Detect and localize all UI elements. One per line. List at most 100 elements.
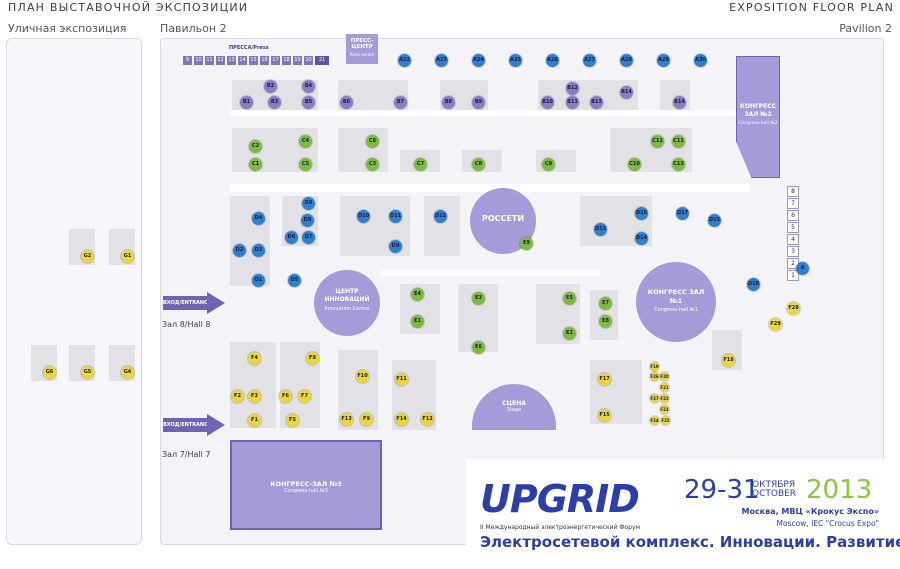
booth-marker[interactable]: E8 xyxy=(599,315,612,328)
booth-marker[interactable]: E7 xyxy=(599,297,612,310)
press-booth[interactable]: 16 xyxy=(260,56,269,65)
booth-marker[interactable]: A29 xyxy=(657,54,670,67)
booth-marker[interactable]: D2 xyxy=(233,244,246,257)
booth-marker[interactable]: F22 xyxy=(660,394,669,403)
booth-marker[interactable]: E6 xyxy=(472,341,485,354)
booth-marker[interactable]: F1 xyxy=(248,414,261,427)
booth-marker[interactable]: D5 xyxy=(288,274,301,287)
booth-marker[interactable]: D10 xyxy=(357,210,370,223)
booth-marker[interactable]: A24 xyxy=(472,54,485,67)
side-booth[interactable]: 6 xyxy=(787,210,799,221)
booth-marker[interactable]: F15 xyxy=(598,409,611,422)
side-booth[interactable]: 7 xyxy=(787,198,799,209)
booth-marker[interactable]: F20 xyxy=(660,372,669,381)
booth-marker[interactable]: D11 xyxy=(389,210,402,223)
booth-marker[interactable]: D9 xyxy=(301,214,314,227)
booth-marker[interactable]: C1 xyxy=(249,158,262,171)
booth-marker[interactable]: F12 xyxy=(421,413,434,426)
press-booth[interactable]: 15 xyxy=(249,56,258,65)
press-booth[interactable]: 13 xyxy=(227,56,236,65)
booth-marker[interactable]: F28 xyxy=(787,302,800,315)
press-booth[interactable]: 17 xyxy=(271,56,280,65)
side-booth[interactable]: 4 xyxy=(787,234,799,245)
booth-marker[interactable]: B13 xyxy=(590,96,603,109)
side-booth[interactable]: 3 xyxy=(787,246,799,257)
booth-marker[interactable]: F17 xyxy=(598,373,611,386)
booth-marker[interactable]: G6 xyxy=(43,366,56,379)
booth-marker[interactable]: C5 xyxy=(299,158,312,171)
booth-marker[interactable]: F18 xyxy=(722,354,735,367)
booth-marker[interactable]: D7 xyxy=(302,231,315,244)
press-booth[interactable]: 19 xyxy=(293,56,302,65)
booth-marker[interactable]: F9 xyxy=(360,413,373,426)
booth-marker[interactable]: A28 xyxy=(620,54,633,67)
booth-marker[interactable]: G2 xyxy=(81,250,94,263)
booth-marker[interactable]: A xyxy=(796,262,809,275)
congress-hall-1[interactable]: КОНГРЕСС ЗАЛ №1 Congress-hall №1 xyxy=(636,262,716,342)
booth-marker[interactable]: F8 xyxy=(306,352,319,365)
entrance-hall-8[interactable]: ВХОД/ENTRANCE xyxy=(163,292,227,314)
booth-marker[interactable]: A27 xyxy=(583,54,596,67)
booth-marker[interactable]: C9 xyxy=(542,158,555,171)
press-booth[interactable]: 14 xyxy=(238,56,247,65)
booth-marker[interactable]: B2 xyxy=(264,80,277,93)
booth-marker[interactable]: F29 xyxy=(769,318,782,331)
booth-marker[interactable]: C11 xyxy=(672,135,685,148)
booth-marker[interactable]: E2 xyxy=(563,327,576,340)
booth-marker[interactable]: D4 xyxy=(252,212,265,225)
booth-marker[interactable]: B9 xyxy=(472,96,485,109)
press-booth[interactable]: 20 xyxy=(304,56,313,65)
press-booth[interactable]: 10 xyxy=(194,56,203,65)
booth-marker[interactable]: B8 xyxy=(442,96,455,109)
booth-marker[interactable]: D8 xyxy=(302,197,315,210)
booth-marker[interactable]: B14 xyxy=(620,86,633,99)
booth-marker[interactable]: F26 xyxy=(650,372,659,381)
press-booth[interactable]: 18 xyxy=(282,56,291,65)
booth-marker[interactable]: F7 xyxy=(298,390,311,403)
booth-marker[interactable]: B10 xyxy=(541,96,554,109)
booth-marker[interactable]: D1 xyxy=(252,274,265,287)
booth-marker[interactable]: D3 xyxy=(252,244,265,257)
booth-marker[interactable]: F10 xyxy=(356,370,369,383)
booth-marker[interactable]: E4 xyxy=(411,288,424,301)
booth-marker[interactable]: F13 xyxy=(340,413,353,426)
booth-marker[interactable]: E5 xyxy=(563,292,576,305)
congress-hall-2[interactable]: КОНГРЕСС ЗАЛ №2 Congress-hall №2 xyxy=(736,56,780,178)
booth-marker[interactable]: F25 xyxy=(661,416,670,425)
booth-marker[interactable]: D15 xyxy=(708,214,721,227)
booth-marker[interactable]: A30 xyxy=(694,54,707,67)
innovation-centre[interactable]: ЦЕНТР ИННОВАЦИЙ Innovation Centre xyxy=(314,270,380,336)
booth-marker[interactable]: G5 xyxy=(81,366,94,379)
booth-marker[interactable]: C3 xyxy=(366,158,379,171)
booth-marker[interactable]: C7 xyxy=(414,158,427,171)
booth-marker[interactable]: B1 xyxy=(240,96,253,109)
booth-marker[interactable]: F27 xyxy=(650,394,659,403)
booth-marker[interactable]: D18 xyxy=(747,278,760,291)
booth-marker[interactable]: F5 xyxy=(286,414,299,427)
booth-marker[interactable]: C4 xyxy=(299,135,312,148)
booth-marker[interactable]: D13 xyxy=(594,223,607,236)
press-booth[interactable]: 21 xyxy=(315,56,329,65)
booth-marker[interactable]: C10 xyxy=(628,158,641,171)
press-centre[interactable]: ПРЕСС-ЦЕНТР Press-centre xyxy=(346,34,378,64)
booth-marker[interactable]: F23 xyxy=(660,405,669,414)
side-booth[interactable]: 1 xyxy=(787,270,799,281)
press-booth[interactable]: 9 xyxy=(183,56,192,65)
booth-marker[interactable]: G1 xyxy=(121,250,134,263)
booth-marker[interactable]: E9 xyxy=(520,237,533,250)
entrance-hall-7[interactable]: ВХОД/ENTRANCE xyxy=(163,414,227,436)
booth-marker[interactable]: C2 xyxy=(249,140,262,153)
booth-marker[interactable]: E3 xyxy=(472,292,485,305)
booth-marker[interactable]: E1 xyxy=(411,315,424,328)
booth-marker[interactable]: F24 xyxy=(650,416,659,425)
booth-marker[interactable]: D6 xyxy=(285,231,298,244)
side-booth[interactable]: 8 xyxy=(787,186,799,197)
booth-marker[interactable]: A22 xyxy=(398,54,411,67)
press-booth[interactable]: 12 xyxy=(216,56,225,65)
booth-marker[interactable]: B12 xyxy=(566,82,579,95)
booth-marker[interactable]: C13 xyxy=(672,158,685,171)
booth-marker[interactable]: F6 xyxy=(279,390,292,403)
booth-marker[interactable]: B7 xyxy=(394,96,407,109)
booth-marker[interactable]: A25 xyxy=(509,54,522,67)
booth-marker[interactable]: A23 xyxy=(435,54,448,67)
